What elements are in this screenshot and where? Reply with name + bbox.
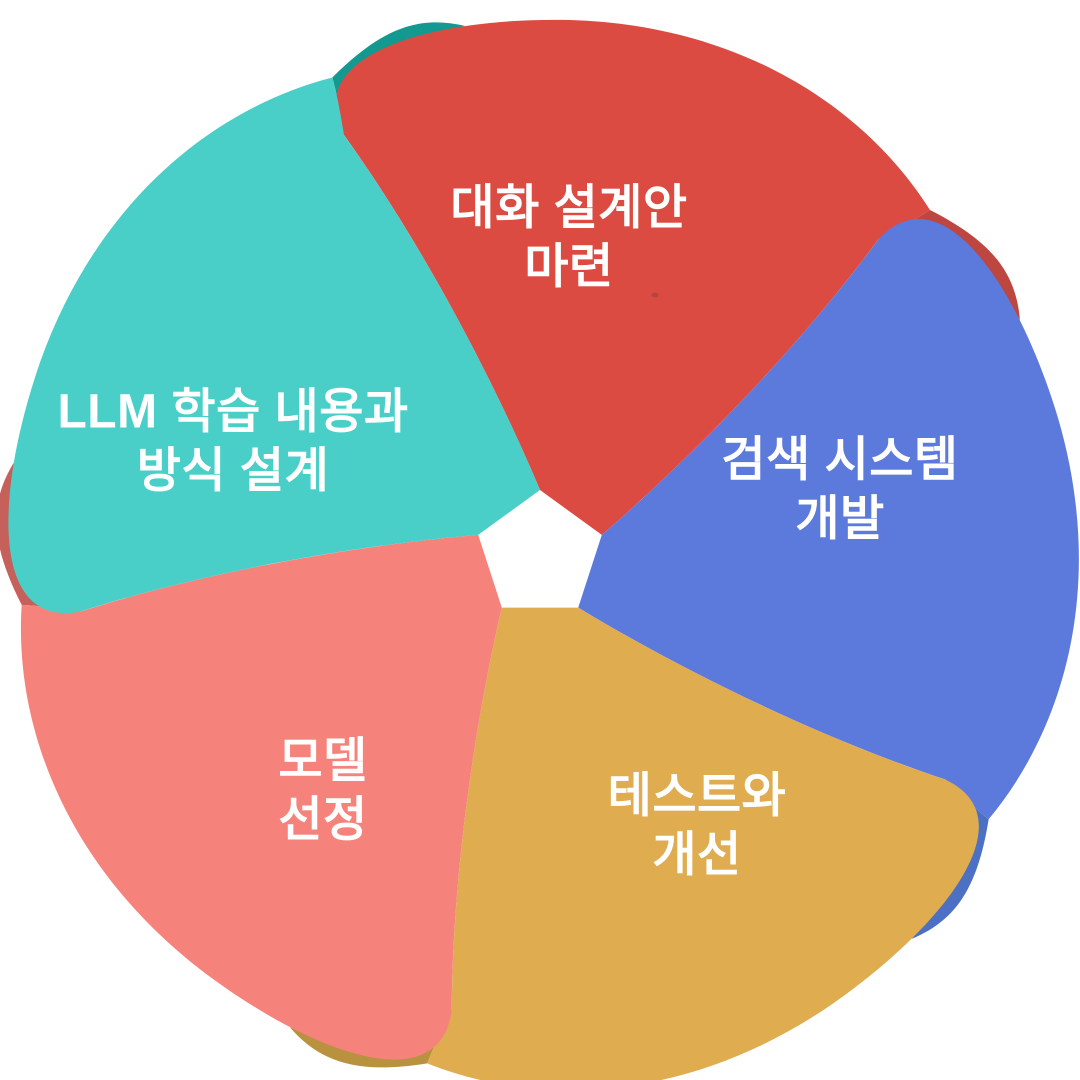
speck-artifact — [651, 292, 659, 298]
